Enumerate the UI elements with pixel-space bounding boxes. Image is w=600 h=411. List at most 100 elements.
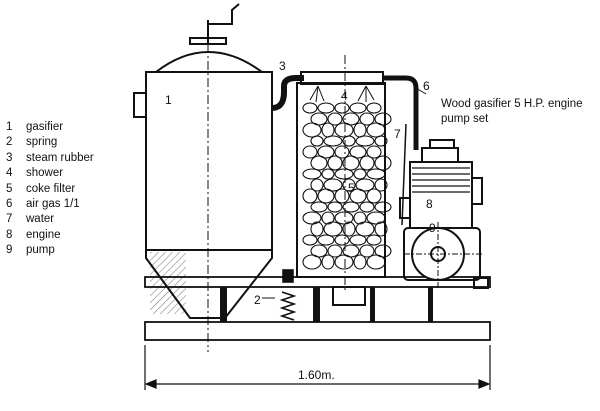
coke-piece: [374, 178, 388, 192]
legend-number: 3: [6, 151, 13, 164]
gas-pipe: [271, 75, 304, 111]
callout-pump: 9: [429, 221, 436, 235]
pump: [403, 227, 489, 289]
coke-piece: [342, 135, 356, 147]
callout-engine: 8: [426, 197, 433, 211]
coke-piece: [302, 168, 322, 180]
coke-piece: [334, 145, 350, 159]
dimension-label: 1.60m.: [298, 368, 335, 382]
coke-piece: [366, 234, 382, 246]
diagram-title: Wood gasifier 5 H.P. engine pump set: [441, 97, 583, 127]
coke-piece: [327, 201, 343, 213]
coke-piece: [349, 145, 367, 159]
air-gas-pipe: [383, 75, 419, 150]
pump-centerlines: [404, 222, 482, 290]
coke-piece: [302, 145, 318, 159]
coke-piece: [342, 178, 356, 192]
coke-piece: [349, 102, 367, 114]
coke-piece: [302, 234, 318, 246]
legend-number: 4: [6, 167, 13, 180]
coke-piece: [366, 211, 386, 225]
callout-coke-filter: 5: [348, 181, 355, 195]
title-line: pump set: [441, 113, 489, 125]
coke-piece: [317, 102, 335, 114]
coke-piece: [366, 102, 382, 114]
callout-water: 7: [394, 127, 401, 141]
coke-piece: [302, 254, 322, 270]
coke-piece: [321, 211, 335, 225]
coke-piece: [374, 155, 392, 171]
coke-piece: [302, 102, 318, 114]
coke-piece: [323, 135, 343, 147]
coke-piece: [374, 135, 388, 147]
callout-gasifier: 1: [165, 93, 172, 107]
callout-air-gas: 6: [423, 79, 430, 93]
coke-piece: [359, 155, 375, 171]
legend-number: 7: [6, 213, 13, 226]
legend-label: coke filter: [26, 182, 76, 195]
coke-piece: [334, 211, 354, 225]
legend-number: 1: [6, 121, 13, 133]
engine-fins: [412, 167, 470, 193]
coke-piece: [355, 178, 375, 192]
engine: [399, 139, 483, 229]
coke-piece: [366, 122, 386, 138]
ash-pit-hatch: [150, 252, 186, 314]
legend-item: 3 steam rubber: [6, 151, 94, 166]
coke-piece: [327, 155, 343, 171]
coke-piece: [334, 188, 350, 204]
coke-piece: [355, 135, 375, 147]
coke-piece: [317, 234, 335, 246]
dimension-line: [144, 345, 491, 390]
coke-piece: [334, 254, 354, 270]
coke-piece: [327, 112, 343, 126]
coke-piece: [353, 168, 367, 180]
legend-item: 2 spring: [6, 135, 94, 150]
coke-piece: [342, 201, 360, 213]
legend-number: 6: [6, 198, 13, 211]
spring: [279, 269, 297, 321]
coke-piece: [353, 122, 367, 138]
coke-piece: [302, 211, 322, 225]
coke-piece: [302, 122, 322, 138]
coke-piece: [323, 221, 343, 237]
coke-piece: [334, 122, 354, 138]
coke-piece: [342, 155, 360, 171]
coke-piece: [302, 188, 318, 204]
coke-piece: [310, 201, 328, 213]
legend-label: engine: [26, 228, 61, 241]
frame-legs: [220, 287, 433, 322]
legend-label: steam rubber: [26, 151, 94, 164]
coke-piece: [366, 168, 386, 180]
legend-label: water: [26, 213, 55, 226]
coke-piece: [317, 188, 335, 204]
callout-leaders: [262, 87, 427, 299]
coke-piece: [353, 254, 367, 270]
coke-piece: [374, 221, 388, 237]
coke-piece: [374, 201, 392, 213]
shower-sprays: [309, 85, 375, 103]
title-line: Wood gasifier 5 H.P. engine: [441, 98, 583, 110]
water-line: [401, 123, 407, 226]
coke-piece: [366, 145, 382, 159]
legend-label: spring: [26, 136, 58, 149]
coke-piece: [353, 211, 367, 225]
callout-spring: 2: [254, 293, 261, 307]
legend-number: 2: [6, 136, 13, 149]
coke-piece: [349, 188, 367, 204]
coke-piece: [323, 178, 343, 192]
coke-piece: [359, 201, 375, 213]
coke-piece: [334, 102, 350, 114]
coke-piece: [310, 135, 324, 147]
coke-piece: [310, 155, 328, 171]
coke-piece: [334, 168, 354, 180]
